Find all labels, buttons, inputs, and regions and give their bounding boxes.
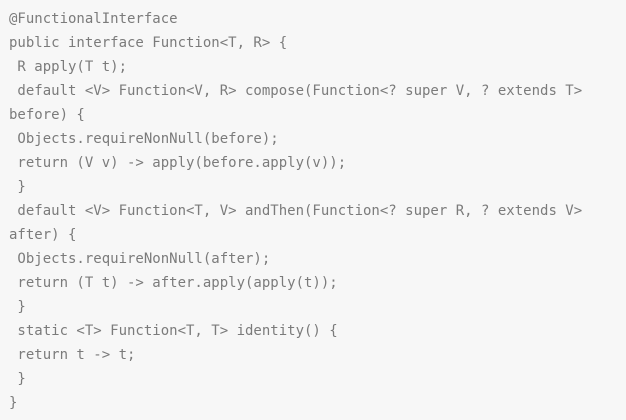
code-line: return (V v) -> apply(before.apply(v)); [9, 155, 347, 171]
code-line: R apply(T t); [9, 59, 128, 75]
code-line: before) { [9, 107, 85, 123]
code-line: } [9, 395, 18, 411]
code-line: default <V> Function<T, V> andThen(Funct… [9, 203, 583, 219]
code-line: @FunctionalInterface [9, 11, 178, 27]
code-line: } [9, 299, 26, 315]
code-line: static <T> Function<T, T> identity() { [9, 323, 338, 339]
code-line: return (T t) -> after.apply(apply(t)); [9, 275, 338, 291]
code-line: after) { [9, 227, 77, 243]
code-line: } [9, 371, 26, 387]
code-line: default <V> Function<V, R> compose(Funct… [9, 83, 583, 99]
code-line: } [9, 179, 26, 195]
code-line: Objects.requireNonNull(before); [9, 131, 279, 147]
code-line: return t -> t; [9, 347, 136, 363]
code-line: Objects.requireNonNull(after); [9, 251, 271, 267]
code-line: public interface Function<T, R> { [9, 35, 288, 51]
